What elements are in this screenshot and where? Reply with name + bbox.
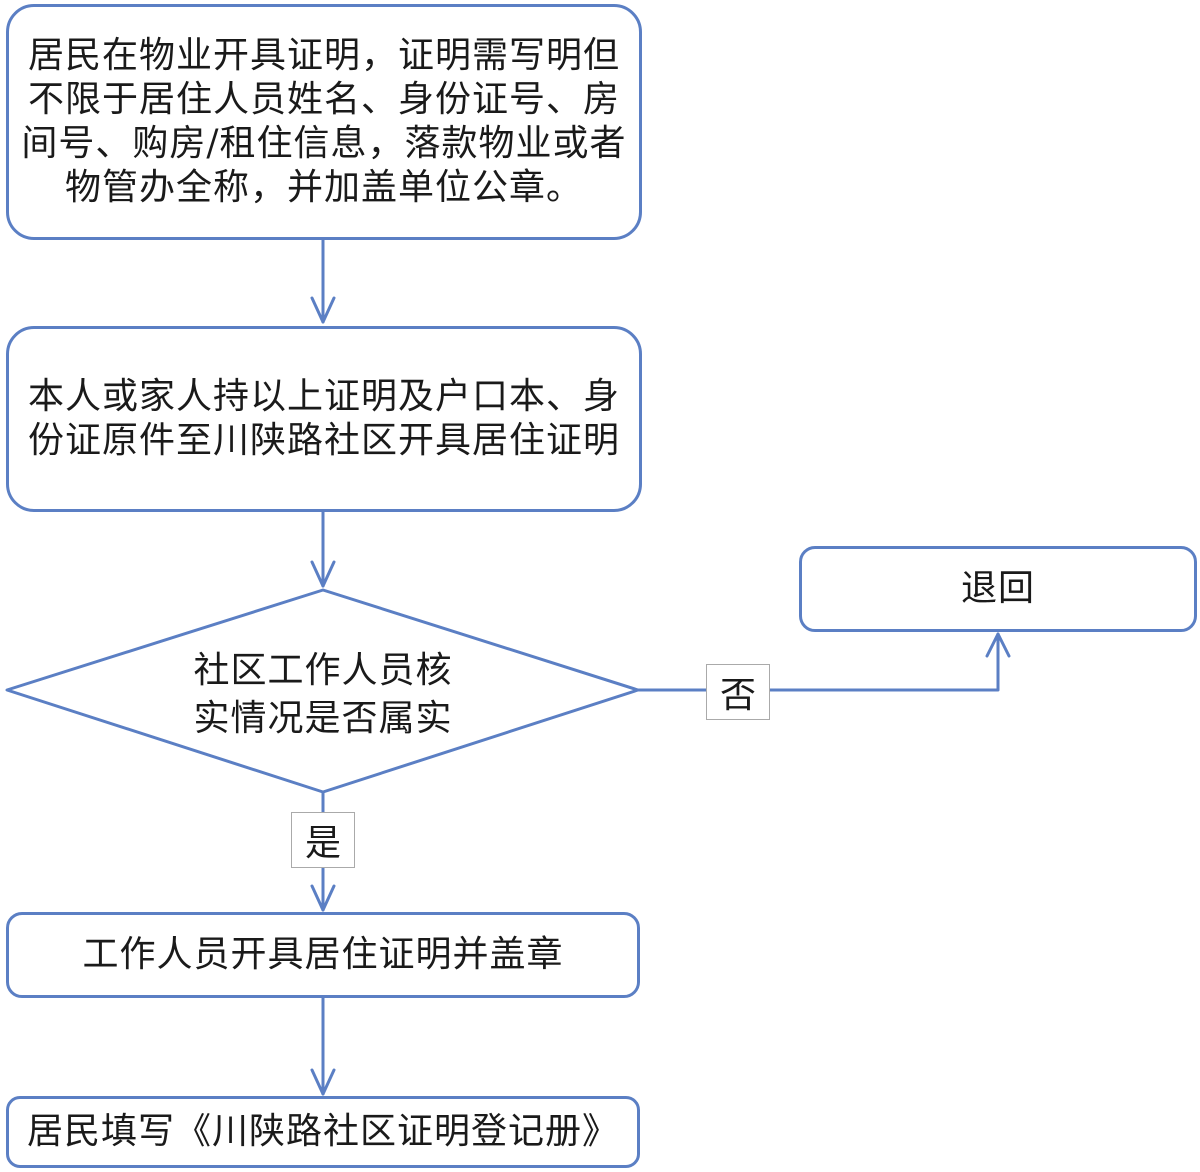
step3-text: 工作人员开具居住证明并盖章 <box>82 934 564 975</box>
edge-label-yes: 是 <box>291 812 355 868</box>
edge-label-no: 否 <box>706 664 770 720</box>
arrowhead-step4 <box>310 1068 336 1096</box>
arrowhead-reject <box>985 632 1011 658</box>
step4-box: 居民填写《川陕路社区证明登记册》 <box>6 1096 640 1168</box>
arrowhead-step3 <box>310 884 336 912</box>
arrowhead-step2 <box>310 296 336 324</box>
arrowhead-decision <box>310 560 336 588</box>
step2-text: 本人或家人持以上证明及户口本、身 份证原件至川陕路社区开具居住证明 <box>27 376 620 461</box>
arrow-decision-to-reject <box>636 632 1000 692</box>
reject-text: 退回 <box>960 568 1035 609</box>
step4-text: 居民填写《川陕路社区证明登记册》 <box>26 1111 619 1152</box>
step1-box: 居民在物业开具证明，证明需写明但 不限于居住人员姓名、身份证号、房 间号、购房/… <box>6 4 642 240</box>
reject-box: 退回 <box>799 546 1197 632</box>
decision-text: 社区工作人员核 实情况是否属实 <box>193 650 453 739</box>
step1-text: 居民在物业开具证明，证明需写明但 不限于居住人员姓名、身份证号、房 间号、购房/… <box>21 35 627 208</box>
step2-box: 本人或家人持以上证明及户口本、身 份证原件至川陕路社区开具居住证明 <box>6 326 642 512</box>
step3-box: 工作人员开具居住证明并盖章 <box>6 912 640 998</box>
